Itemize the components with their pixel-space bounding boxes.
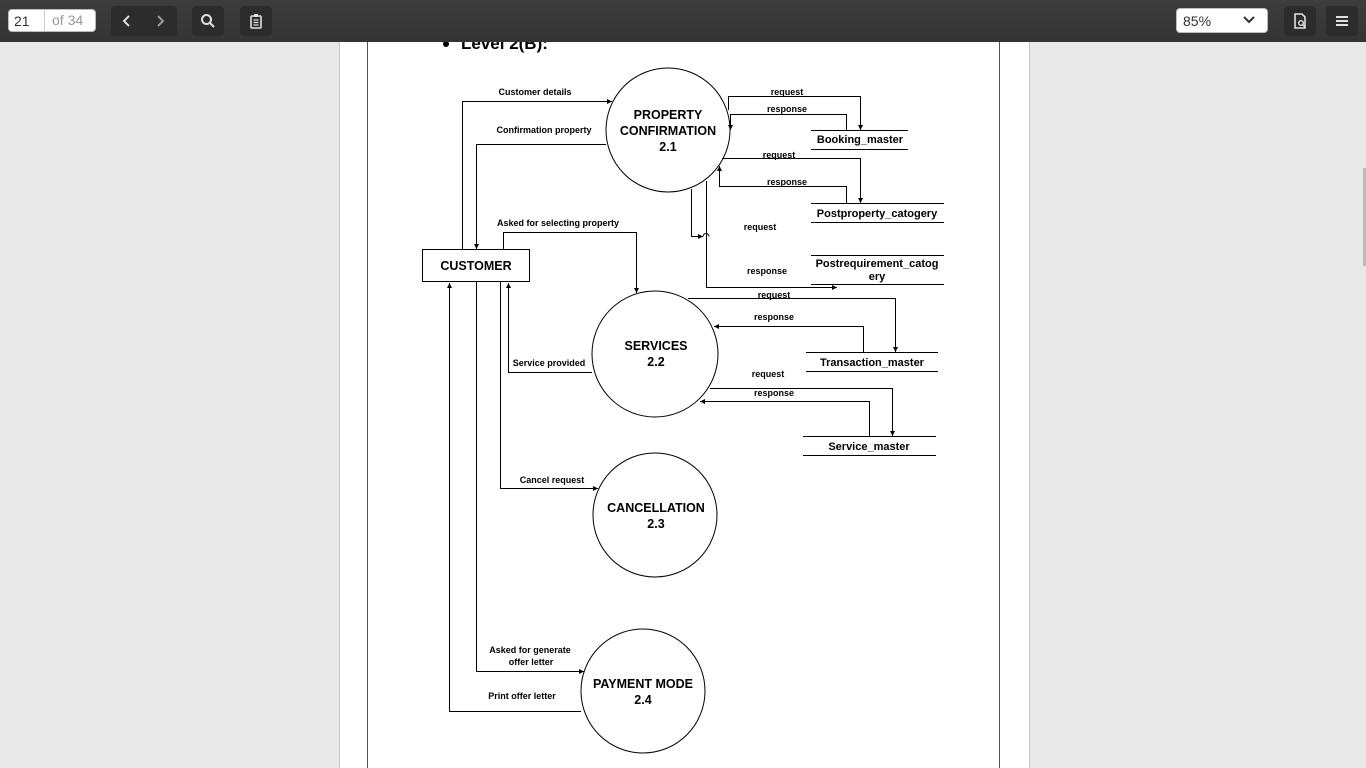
store-postrequirement-catogery: Postrequirement_catog ery bbox=[811, 255, 944, 285]
zoom-value: 85% bbox=[1183, 13, 1212, 29]
svg-text:Booking_master: Booking_master bbox=[817, 134, 904, 146]
flow-response-transaction bbox=[714, 324, 864, 352]
flow-request-transaction bbox=[688, 298, 898, 352]
flow-asked-generate-offer-letter bbox=[476, 282, 584, 674]
chevron-left-icon bbox=[122, 15, 130, 27]
process-label: CANCELLATION bbox=[607, 501, 705, 515]
search-button[interactable] bbox=[192, 6, 224, 36]
label-request: request bbox=[771, 87, 804, 97]
section-heading: Level 2(B): bbox=[461, 42, 548, 53]
label-response: response bbox=[754, 388, 794, 398]
entity-label: CUSTOMER bbox=[440, 259, 511, 273]
process-number: 2.3 bbox=[647, 517, 664, 531]
flow-cancel-request bbox=[500, 282, 598, 491]
page-count-label: of 34 bbox=[52, 12, 84, 28]
menu-button[interactable] bbox=[1326, 6, 1358, 36]
store-transaction-master: Transaction_master bbox=[806, 352, 938, 372]
annotations-button[interactable] bbox=[240, 6, 272, 36]
page-number-input[interactable] bbox=[9, 10, 45, 31]
label-offer-letter: offer letter bbox=[509, 657, 554, 667]
process-label: SERVICES bbox=[625, 339, 688, 353]
flow-service-provided bbox=[506, 283, 592, 373]
process-number: 2.4 bbox=[634, 693, 651, 707]
clipboard-icon bbox=[250, 14, 262, 29]
zoom-select[interactable]: 85% bbox=[1176, 8, 1268, 33]
process-property-confirmation: PROPERTY CONFIRMATION 2.1 bbox=[605, 67, 731, 193]
flow-response-service bbox=[700, 399, 870, 436]
process-number: 2.2 bbox=[647, 355, 664, 369]
entity-customer: CUSTOMER bbox=[422, 249, 530, 282]
flow-request-postrequirement bbox=[691, 189, 703, 239]
flow-confirmation-property bbox=[474, 144, 606, 249]
chevron-down-icon bbox=[1243, 16, 1255, 24]
label-customer-details: Customer details bbox=[498, 87, 571, 97]
hamburger-menu-icon bbox=[1336, 16, 1348, 26]
process-number: 2.1 bbox=[659, 140, 676, 154]
svg-text:ery: ery bbox=[869, 271, 886, 283]
label-service-provided: Service provided bbox=[513, 358, 586, 368]
store-postproperty-catogery: Postproperty_catogery bbox=[811, 203, 944, 223]
svg-text:Postproperty_catogery: Postproperty_catogery bbox=[817, 208, 938, 220]
page-number-box: of 34 bbox=[8, 9, 96, 32]
svg-text:Service_master: Service_master bbox=[828, 441, 910, 453]
label-request: request bbox=[752, 369, 785, 379]
flow-request-postproperty bbox=[722, 158, 863, 203]
process-services: SERVICES 2.2 bbox=[591, 290, 719, 418]
label-asked-generate: Asked for generate bbox=[489, 645, 571, 655]
label-request: request bbox=[758, 290, 791, 300]
document-viewer[interactable]: Level 2(B): PROPERTY CONFIRMATION 2.1 SE… bbox=[0, 42, 1366, 768]
chevron-right-icon bbox=[157, 15, 165, 27]
flow-print-offer-letter bbox=[447, 283, 581, 712]
process-cancellation: CANCELLATION 2.3 bbox=[592, 452, 718, 578]
flow-request-service bbox=[710, 388, 895, 436]
page-nav-group bbox=[111, 6, 177, 36]
dfd-diagram: Level 2(B): PROPERTY CONFIRMATION 2.1 SE… bbox=[367, 42, 1000, 768]
toolbar: of 34 85% bbox=[0, 0, 1366, 43]
label-response: response bbox=[767, 104, 807, 114]
label-response: response bbox=[747, 266, 787, 276]
label-request: request bbox=[744, 222, 777, 232]
svg-text:Transaction_master: Transaction_master bbox=[820, 357, 925, 369]
search-icon bbox=[201, 14, 215, 28]
label-confirmation-property: Confirmation property bbox=[496, 125, 591, 135]
document-icon bbox=[1294, 13, 1306, 29]
process-label: PROPERTY bbox=[634, 108, 703, 122]
process-payment-mode: PAYMENT MODE 2.4 bbox=[580, 628, 706, 754]
flow-response-postrequirement bbox=[706, 181, 837, 290]
label-request: request bbox=[763, 150, 796, 160]
label-print-offer-letter: Print offer letter bbox=[488, 691, 556, 701]
flow-response-postproperty bbox=[717, 166, 847, 203]
label-response: response bbox=[767, 177, 807, 187]
flow-request-booking bbox=[728, 96, 863, 130]
process-label: PAYMENT MODE bbox=[593, 677, 693, 691]
label-cancel-request: Cancel request bbox=[520, 475, 585, 485]
flow-customer-details bbox=[462, 99, 612, 249]
flow-response-booking bbox=[728, 114, 847, 130]
flow-asked-selecting-property bbox=[503, 232, 639, 293]
label-response: response bbox=[754, 312, 794, 322]
bullet-icon bbox=[443, 42, 449, 47]
label-asked-selecting-property: Asked for selecting property bbox=[497, 218, 619, 228]
svg-text:Postrequirement_catog: Postrequirement_catog bbox=[816, 258, 939, 270]
previous-page-button[interactable] bbox=[111, 6, 143, 36]
store-booking-master: Booking_master bbox=[811, 130, 908, 150]
scrollbar-thumb[interactable] bbox=[1363, 168, 1366, 266]
store-service-master: Service_master bbox=[803, 436, 936, 456]
process-label: CONFIRMATION bbox=[620, 124, 716, 138]
document-properties-button[interactable] bbox=[1284, 6, 1316, 36]
next-page-button[interactable] bbox=[144, 6, 176, 36]
